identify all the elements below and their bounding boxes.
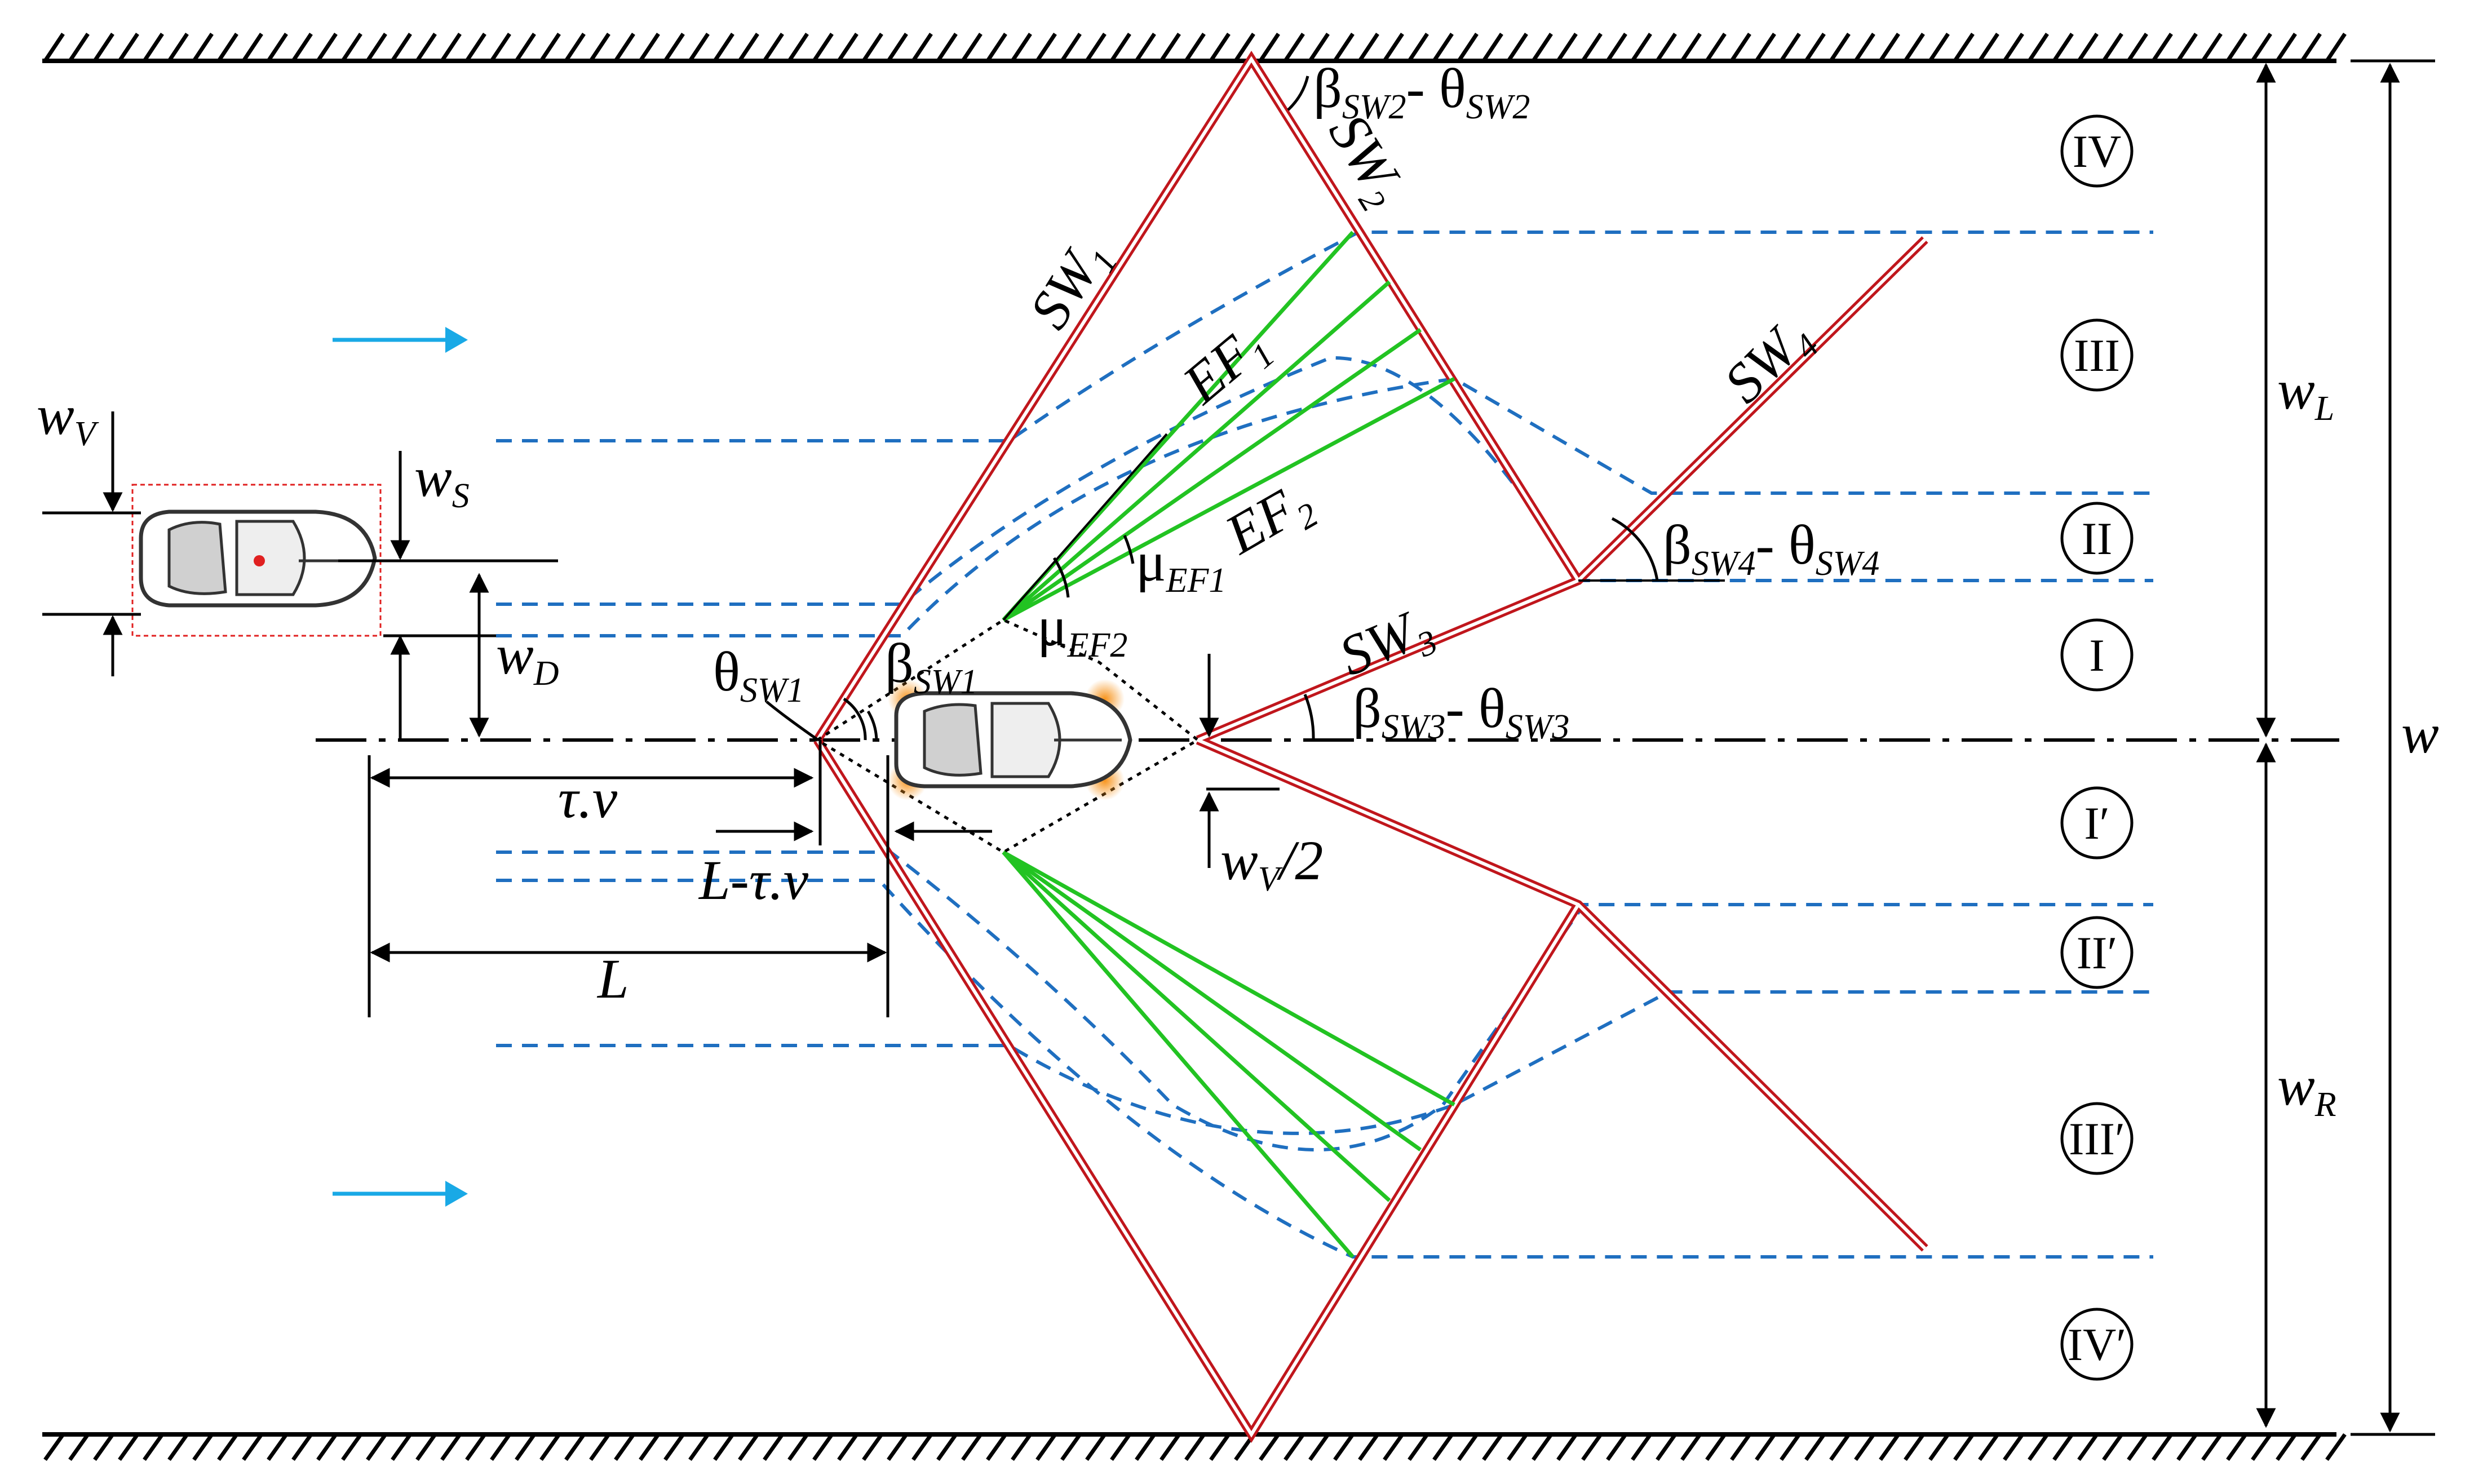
label-wS: wS (414, 446, 470, 515)
label-mu-ef1: μEF1 (1136, 530, 1226, 600)
label-ef2: EF2 (1214, 468, 1325, 572)
region-IV-prime: IV′ (2068, 1319, 2126, 1370)
flow-arrows (333, 327, 468, 1207)
region-I-prime: I′ (2084, 798, 2109, 849)
label-L-minus-tau-v: L-τ.v (698, 849, 809, 911)
angle-arcs (765, 76, 1659, 741)
label-mu-ef2: μEF2 (1037, 595, 1127, 665)
bottom-wall (42, 1432, 2347, 1461)
label-wV: wV (37, 384, 99, 453)
label-wR: wR (2277, 1055, 2336, 1124)
label-sw4: SW4 (1712, 305, 1826, 419)
label-theta-sw1: θSW1 (713, 640, 804, 710)
label-w: w (2401, 702, 2439, 765)
region-II: II (2082, 513, 2113, 564)
mach-line (1002, 433, 1168, 621)
label-tau-v: τ.v (558, 767, 618, 830)
region-III-prime: III′ (2069, 1113, 2125, 1164)
label-L: L (596, 947, 629, 1010)
region-III: III (2074, 330, 2120, 381)
label-wV-half: wV/2 (1220, 829, 1323, 898)
label-angle-sw3: βSW3- θSW3 (1353, 677, 1569, 746)
region-markers (2060, 114, 2134, 1381)
label-wL: wL (2277, 358, 2334, 428)
dimension-lines (42, 59, 2435, 1436)
vehicle-envelope (815, 618, 1201, 854)
label-beta-sw1: βSW1 (885, 632, 978, 701)
region-IV: IV (2073, 126, 2122, 177)
streamlines (496, 231, 2153, 1259)
label-angle-sw2: βSW2- θSW2 (1313, 57, 1530, 126)
region-I: I (2089, 630, 2104, 681)
region-II-prime: II′ (2077, 927, 2118, 978)
car-center (888, 679, 1132, 800)
label-angle-sw4: βSW4- θSW4 (1663, 513, 1879, 583)
top-wall (42, 33, 2347, 63)
label-wD: wD (496, 623, 559, 693)
